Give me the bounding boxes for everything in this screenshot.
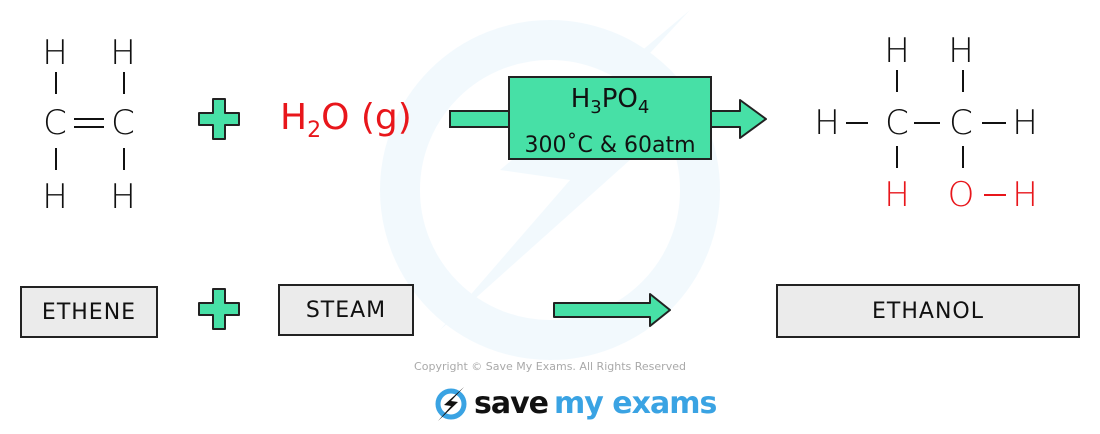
atom-h: H [42, 177, 68, 217]
catalyst-box: H3PO4 300˚C & 60atm [508, 76, 712, 160]
bond-single [55, 72, 57, 94]
atom-c: C [43, 103, 67, 143]
bond-single [55, 148, 57, 170]
bond-single [896, 70, 898, 92]
bond-o-h [984, 194, 1006, 196]
bond-single [982, 122, 1006, 124]
atom-h-added: H [1012, 175, 1038, 215]
bond-double-bottom [74, 126, 104, 128]
brand-logo: save my exams [434, 386, 717, 421]
bond-single [123, 148, 125, 170]
atom-h-added: H [884, 175, 910, 215]
logo-text-myexams: my exams [554, 386, 717, 421]
plus-icon [198, 288, 240, 330]
bond-single [123, 72, 125, 94]
bond-single [914, 122, 940, 124]
atom-o-added: O [947, 175, 975, 215]
atom-h: H [814, 103, 840, 143]
atom-c: C [885, 103, 909, 143]
copyright-text: Copyright © Save My Exams. All Rights Re… [414, 360, 686, 373]
watermark-logo-icon [380, 10, 720, 360]
plus-icon [198, 98, 240, 140]
logo-text-save: save [474, 386, 549, 421]
atom-h: H [110, 33, 136, 73]
atom-h: H [948, 31, 974, 71]
atom-h: H [42, 33, 68, 73]
word-box-ethene: ETHENE [20, 286, 158, 338]
word-box-ethanol: ETHANOL [776, 284, 1080, 338]
bond-single [962, 70, 964, 92]
lightning-bolt-icon [435, 386, 467, 421]
atom-c: C [949, 103, 973, 143]
water-formula: H2O (g) [280, 97, 412, 144]
reaction-arrow-icon [449, 99, 767, 139]
word-box-steam: STEAM [278, 284, 414, 336]
reaction-conditions: 300˚C & 60atm [524, 133, 696, 159]
bond-single [962, 146, 964, 168]
catalyst-formula: H3PO4 [570, 84, 650, 119]
word-arrow-icon [553, 293, 671, 327]
bond-double-top [74, 118, 104, 120]
atom-c: C [111, 103, 135, 143]
atom-h: H [110, 177, 136, 217]
atom-h: H [884, 31, 910, 71]
bond-single [846, 122, 868, 124]
atom-h: H [1012, 103, 1038, 143]
bond-single [896, 146, 898, 168]
